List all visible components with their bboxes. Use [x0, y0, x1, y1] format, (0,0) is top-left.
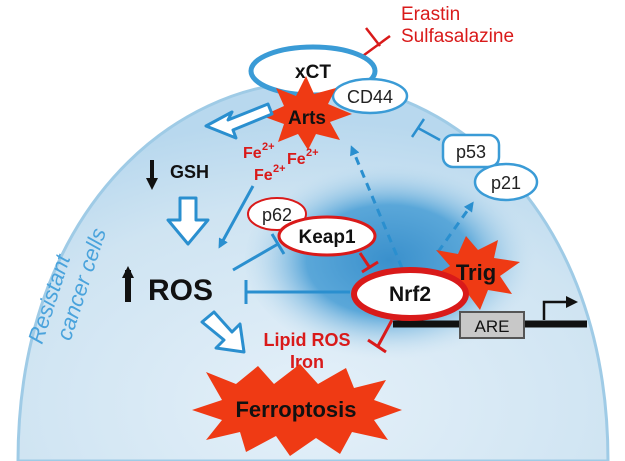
p53-inhibit-cd44-bar	[410, 118, 426, 138]
keap1-inhibit-nrf2-line	[358, 252, 372, 269]
xct-to-gsh-arrow	[204, 102, 274, 140]
are-label: ARE	[475, 317, 510, 336]
svg-text:Fe: Fe	[254, 167, 273, 184]
gsh-to-ros-arrow	[166, 196, 210, 246]
fe-ion-1: Fe 2+	[243, 141, 275, 162]
keap1-inhibit-nrf2-bar	[361, 260, 379, 274]
iron-to-ros-arrow	[218, 185, 255, 249]
erastin-inhibit-line	[359, 34, 391, 60]
erastin-label: Erastin	[401, 4, 460, 25]
ros-inhibit-keap1-bar	[270, 233, 286, 255]
gsh-label: GSH	[170, 162, 209, 182]
nrf2-to-p53-dashed-arrow	[436, 201, 474, 253]
svg-text:Fe: Fe	[287, 151, 306, 168]
nrf2-label: Nrf2	[389, 283, 431, 306]
ros-label: ROS	[148, 274, 213, 307]
xct-label: xCT	[295, 62, 331, 83]
p62-label: p62	[262, 205, 292, 225]
ros-inhibit-keap1-line	[232, 242, 279, 272]
svg-text:2+: 2+	[273, 163, 286, 175]
p53-label: p53	[456, 142, 486, 162]
p53-box	[441, 133, 501, 169]
sulfasalazine-label: Sulfasalazine	[401, 26, 514, 47]
svg-text:2+: 2+	[306, 147, 319, 159]
ferroptosis-burst	[192, 364, 402, 456]
cd44-label: CD44	[347, 87, 393, 107]
transcription-arrow-line	[542, 300, 568, 320]
arts-label: Arts	[288, 108, 326, 129]
p21-oval	[473, 162, 539, 202]
p21-label: p21	[491, 173, 521, 193]
nrf2-oval	[351, 267, 469, 321]
arts-burst	[262, 76, 352, 150]
keap1-label: Keap1	[298, 227, 355, 248]
nrf2-inhibit-lipid-line	[376, 319, 394, 347]
lipid-ros-label: Lipid ROS	[264, 330, 351, 350]
cd44-oval	[331, 77, 409, 115]
fe-ion-3: Fe 2+	[254, 163, 286, 184]
nrf2-to-xct-dashed-arrow	[350, 145, 404, 269]
nrf2-inhibit-lipid-bar	[367, 338, 387, 354]
transcription-arrow-head	[566, 296, 578, 308]
svg-text:Fe: Fe	[243, 145, 262, 162]
ferroptosis-label: Ferroptosis	[235, 397, 356, 422]
svg-text:2+: 2+	[262, 141, 275, 153]
fe-ion-2: Fe 2+	[287, 147, 319, 168]
keap1-oval	[277, 215, 377, 257]
p53-inhibit-cd44-line	[417, 126, 441, 142]
trig-label: Trig	[456, 260, 496, 285]
are-box	[459, 311, 525, 339]
ros-to-ferroptosis-arrow	[200, 310, 246, 354]
erastin-inhibit-bar	[365, 27, 381, 47]
